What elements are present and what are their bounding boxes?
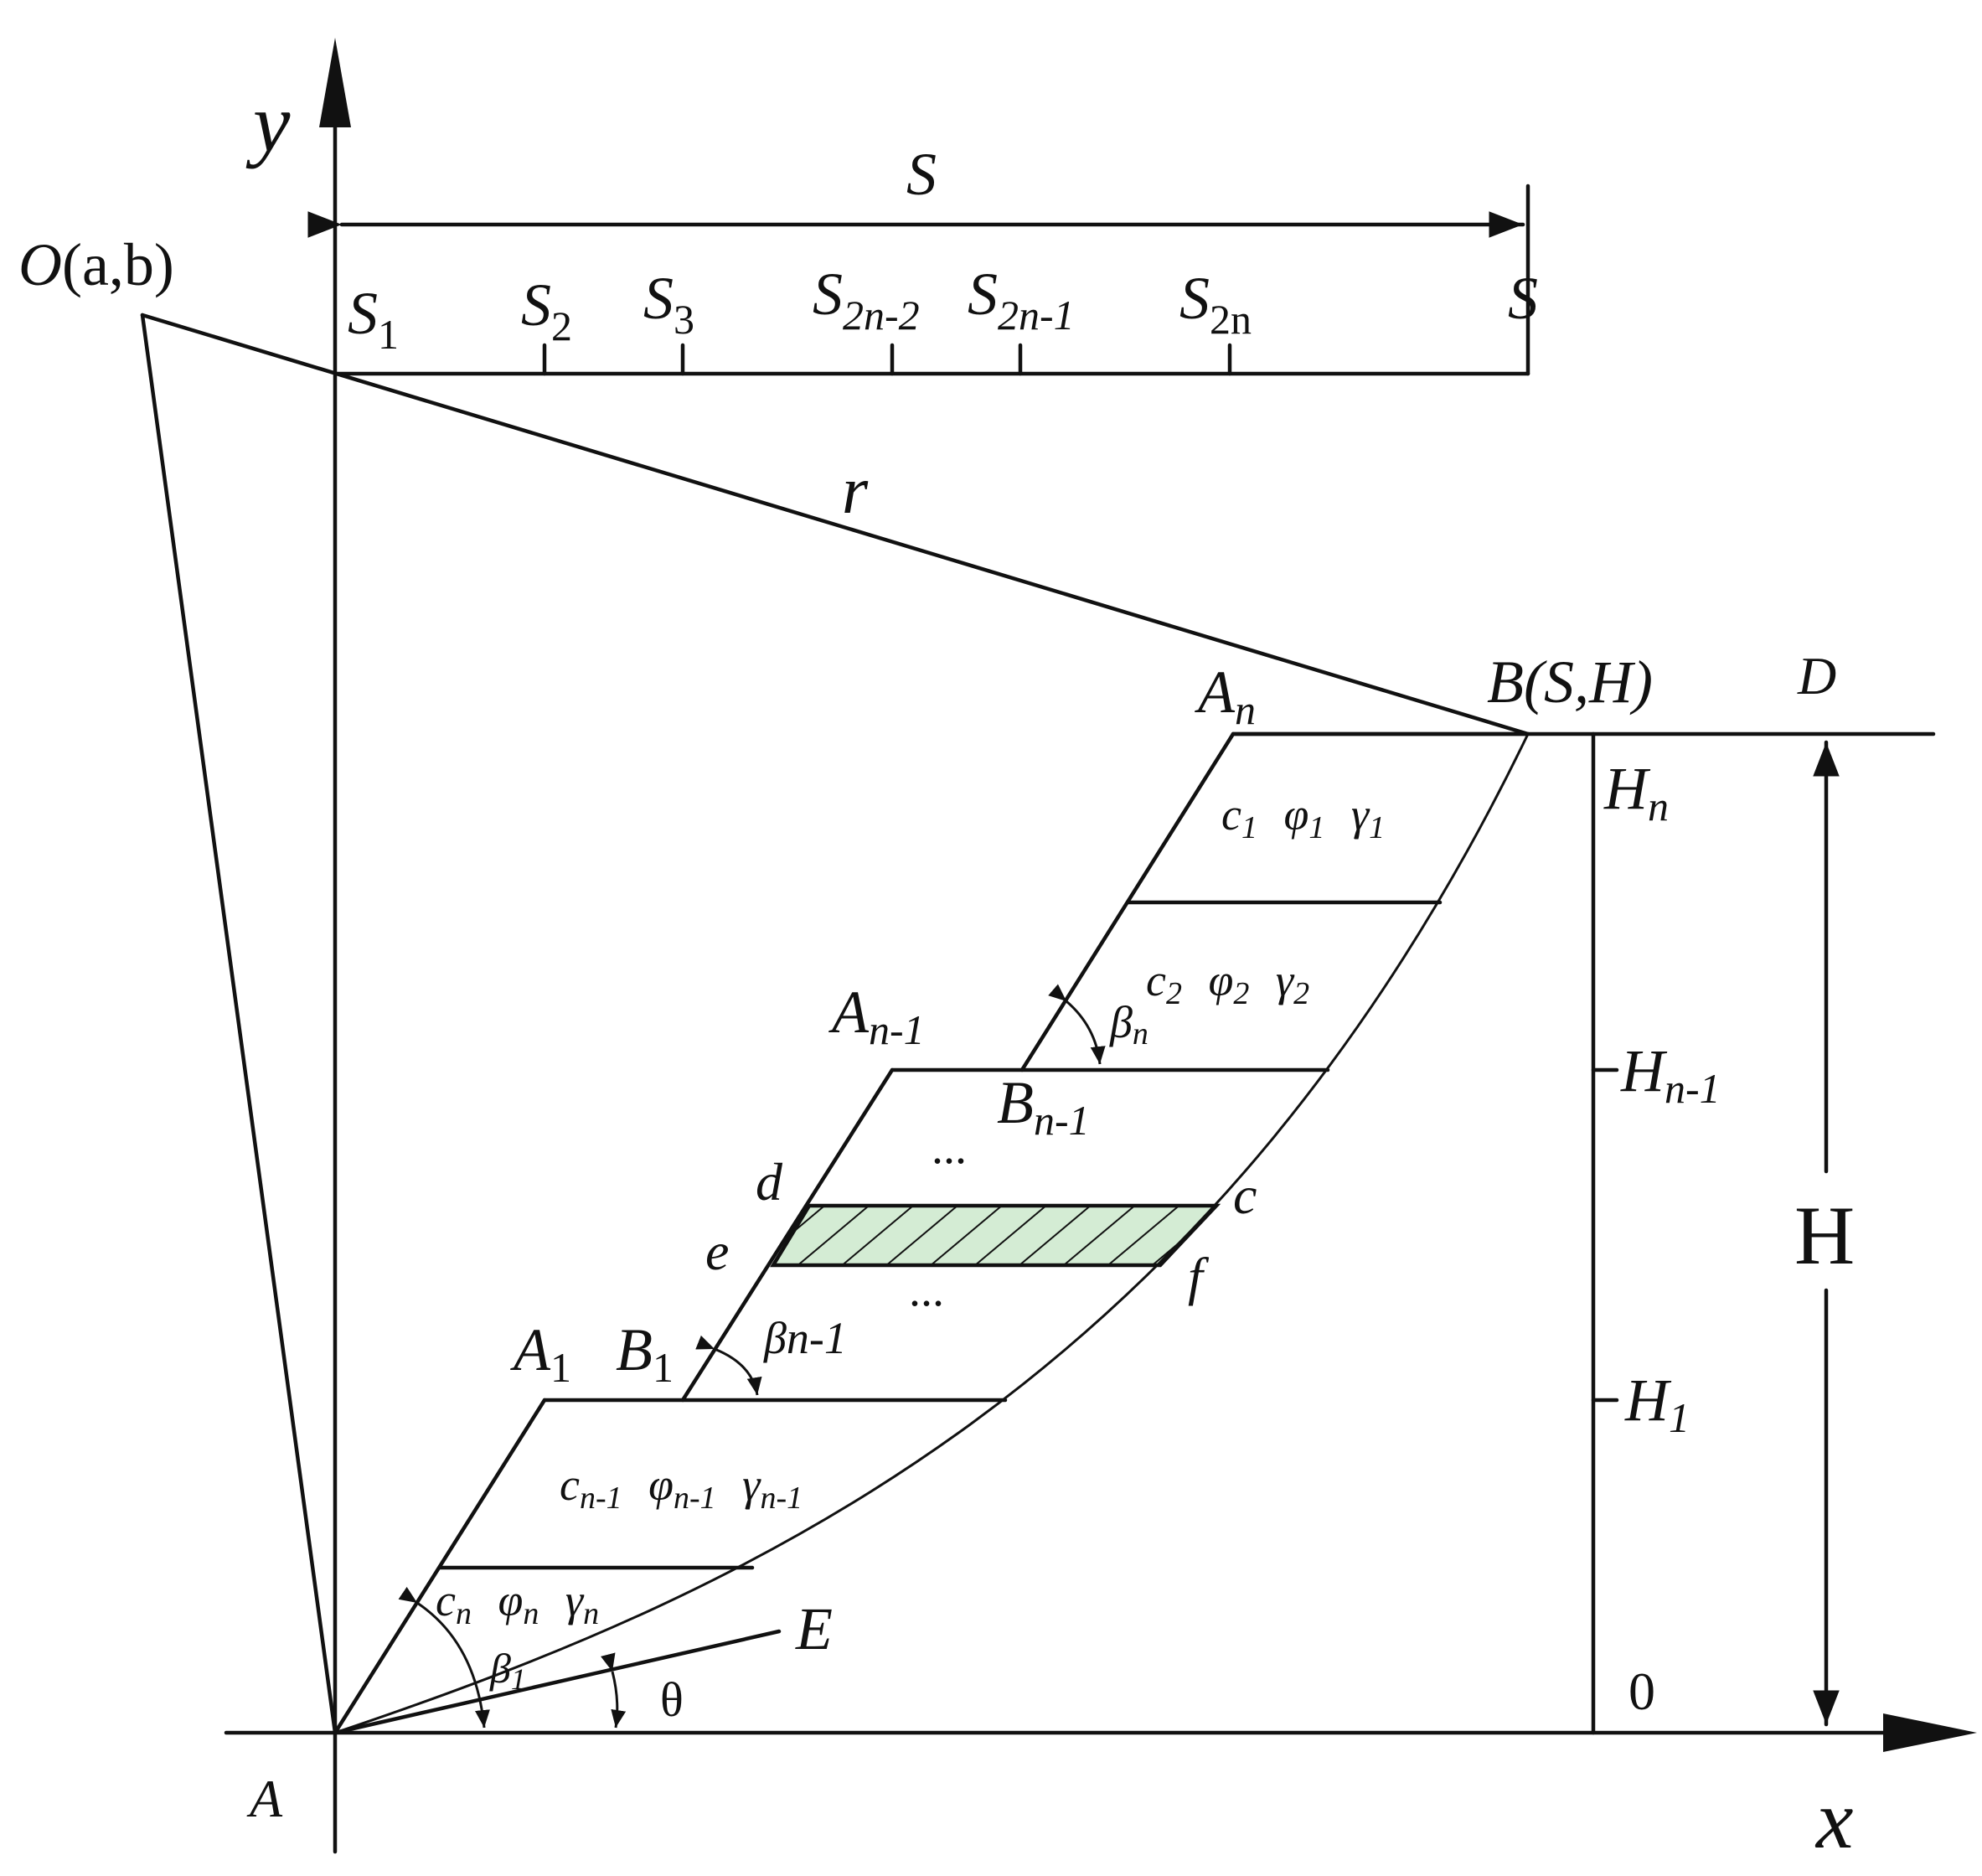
radius-o-to-b	[140, 313, 1530, 736]
point-b1-label: B1	[616, 1316, 674, 1391]
h1-label: H1	[1624, 1367, 1690, 1441]
x-axis-arrowhead	[1883, 1713, 1977, 1752]
dots-lower: ...	[909, 1264, 944, 1316]
point-a1-label: A1	[510, 1316, 571, 1391]
point-a-label: A	[246, 1769, 283, 1828]
s-end-label: S	[1508, 265, 1538, 332]
hatched-slice	[770, 1203, 1221, 1268]
point-d-label: D	[1797, 646, 1836, 705]
s2n-label: S2n	[1179, 265, 1252, 343]
s-dimension	[307, 183, 1530, 376]
s2n1-label: S2n-1	[968, 261, 1075, 339]
y-axis-arrowhead	[319, 38, 351, 127]
hn1-label: Hn-1	[1620, 1037, 1721, 1112]
s2-label: S2	[521, 271, 572, 349]
point-e-label: E	[795, 1595, 833, 1662]
beta-n1-arc	[695, 1335, 762, 1396]
beta-n-arc	[1048, 984, 1106, 1065]
hn-label: Hn	[1603, 755, 1669, 829]
beta-1-label: β1	[489, 1645, 526, 1696]
point-b-label: B(S,H)	[1487, 649, 1653, 716]
beta-1-arc	[398, 1586, 490, 1729]
s2n2-label: S2n-2	[813, 261, 920, 339]
point-c-label: c	[1233, 1165, 1257, 1225]
beta-n1-label: βn-1	[763, 1313, 847, 1363]
point-e-lower-label: e	[705, 1222, 729, 1281]
zero-label: 0	[1628, 1662, 1655, 1721]
slip-surface-curve	[334, 733, 1530, 1734]
radius-r-label: r	[842, 454, 869, 528]
x-axis-label: x	[1814, 1773, 1853, 1866]
layer-2-properties: c2 φ2 γ2	[1146, 955, 1309, 1014]
s1-label: S1	[348, 280, 399, 358]
layer-n1-properties: cn-1 φn-1 γn-1	[560, 1460, 803, 1518]
radius-o-to-a	[140, 313, 338, 1735]
h-total-label: H	[1794, 1189, 1855, 1282]
labels: y x O(a,b) S S1 S2 S3 S2n-2 S2n-1 S2n S …	[18, 76, 1855, 1866]
angle-arcs	[398, 984, 1106, 1729]
layer-1-properties: c1 φ1 γ1	[1221, 789, 1385, 848]
point-bn1-label: Bn-1	[997, 1069, 1090, 1144]
layer-boundaries	[438, 900, 1443, 1570]
height-reference	[1591, 731, 1619, 1735]
theta-arc	[601, 1652, 627, 1729]
theta-label: θ	[660, 1672, 684, 1727]
beta-n-label: βn	[1109, 997, 1148, 1052]
layer-n-properties: cn φn γn	[436, 1575, 599, 1634]
y-axis-label: y	[245, 76, 291, 169]
point-an-label: An	[1195, 659, 1256, 733]
point-f-label: f	[1188, 1247, 1210, 1306]
axes	[224, 38, 1977, 1854]
s-total-label: S	[906, 141, 937, 208]
point-an1-label: An-1	[828, 979, 925, 1053]
point-d-lower-label: d	[756, 1152, 783, 1212]
radius-lines	[140, 313, 1530, 1735]
s3-label: S3	[643, 265, 694, 343]
line-ae	[333, 1629, 782, 1735]
origin-o-label: O(a,b)	[18, 231, 174, 298]
dots-upper: ...	[932, 1122, 967, 1174]
